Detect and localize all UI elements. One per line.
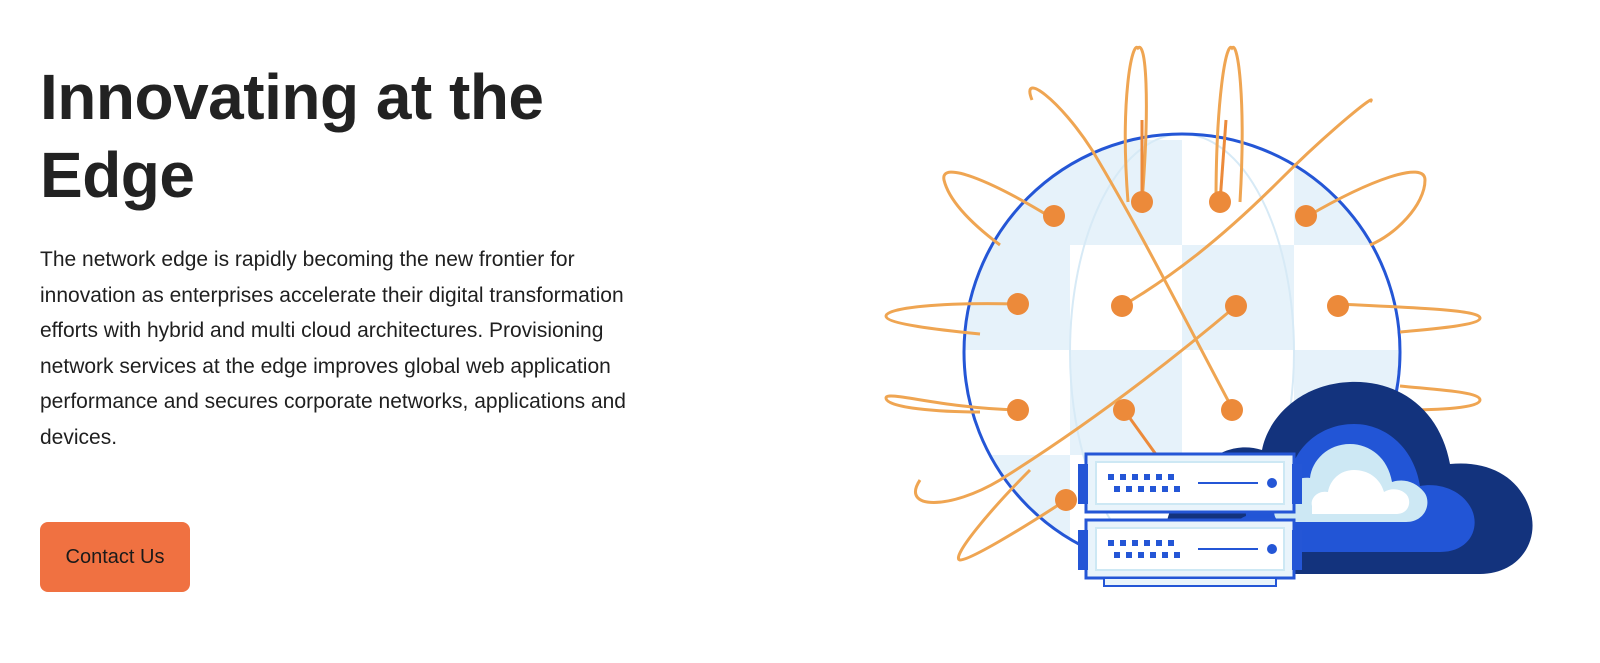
contact-us-button[interactable]: Contact Us xyxy=(40,522,190,592)
hero-text-block: Innovating at the Edge The network edge … xyxy=(40,58,680,455)
orbit-lines xyxy=(884,45,1482,562)
network-nodes xyxy=(1007,191,1349,511)
page-title: Innovating at the Edge xyxy=(40,61,544,211)
hero-description: The network edge is rapidly becoming the… xyxy=(40,248,626,449)
illustration-svg xyxy=(884,45,1533,587)
server-icon xyxy=(1078,452,1302,587)
edge-network-illustration xyxy=(880,40,1560,610)
node-connectors xyxy=(1122,119,1228,461)
